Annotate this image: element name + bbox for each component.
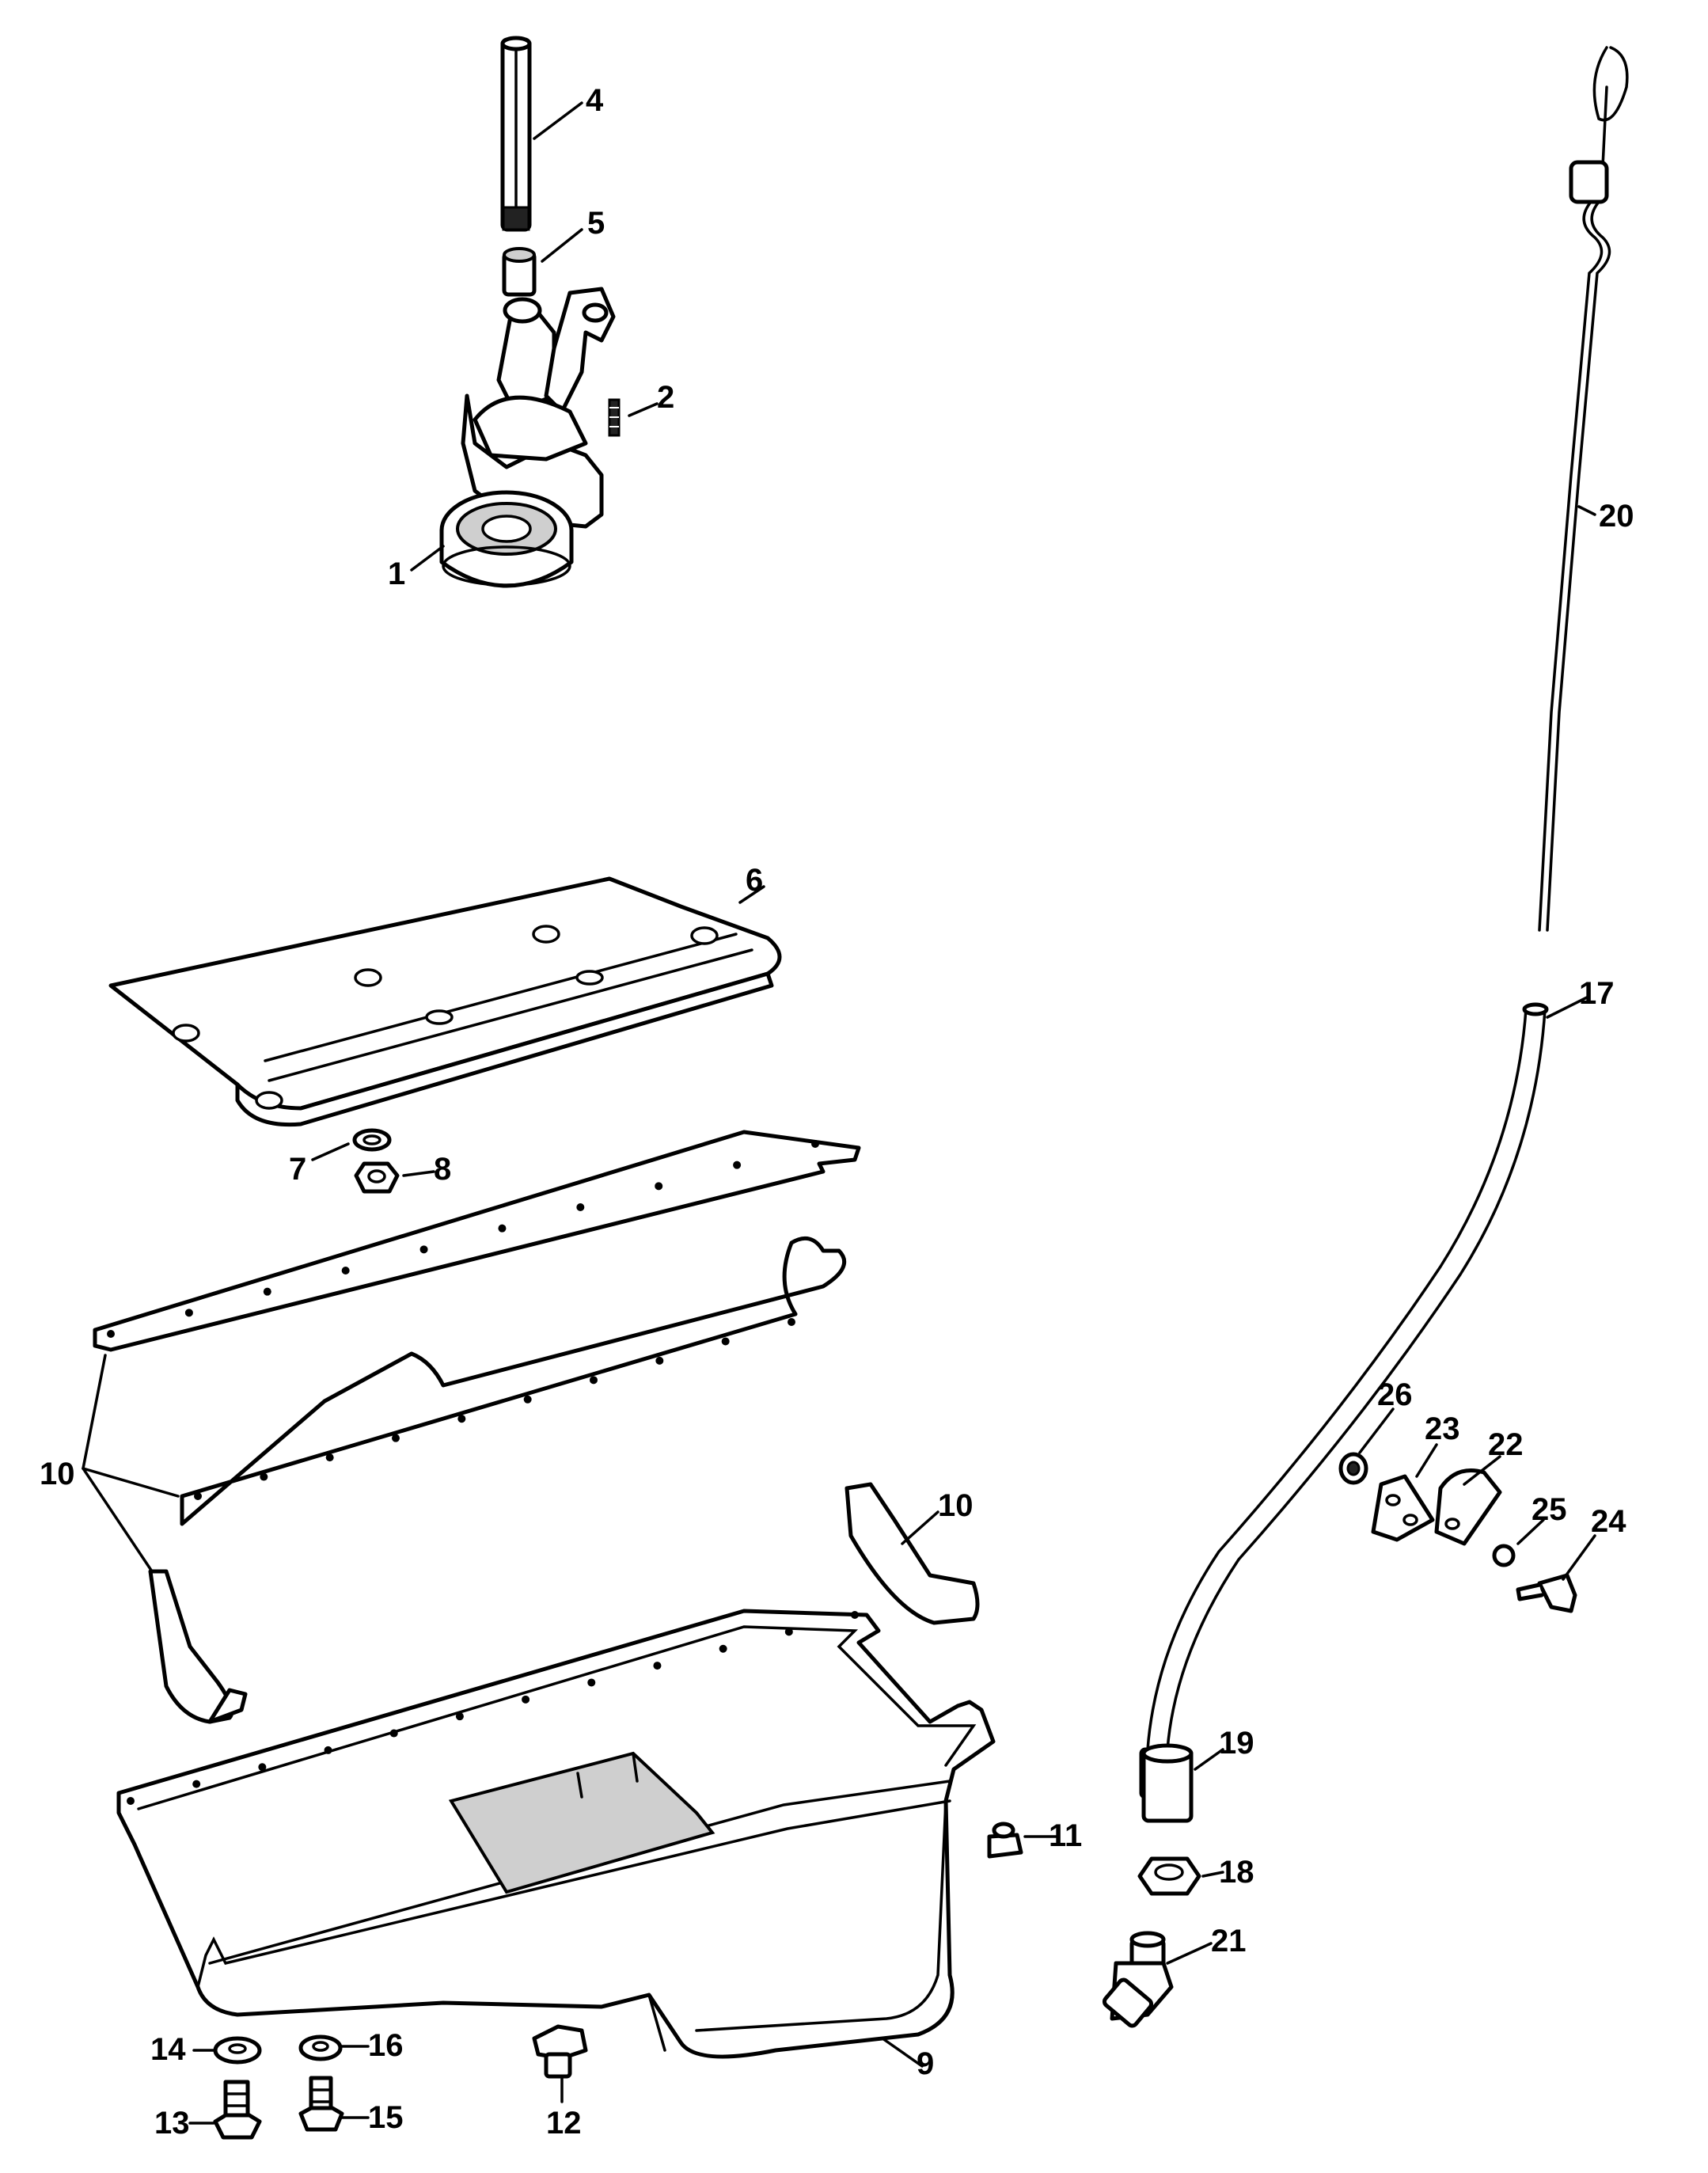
bolt-hole (457, 1415, 466, 1423)
callout-6: 6 (746, 863, 763, 898)
bolt-hole (590, 1376, 598, 1385)
part-19-sleeve (1141, 1743, 1194, 1823)
callout-7: 7 (289, 1152, 306, 1187)
bolt-hole (419, 1245, 428, 1254)
callout-10-right: 10 (938, 1488, 974, 1523)
part-20-dipstick (1538, 46, 1629, 932)
bolt-hole (655, 1182, 663, 1191)
part-5-shaft-coupling (502, 247, 537, 297)
part-21-elbow-fitting (1102, 1931, 1174, 2028)
callout-22: 22 (1488, 1427, 1524, 1462)
part-15-bolt (298, 2076, 344, 2132)
callout-5: 5 (587, 206, 605, 241)
bolt-hole (653, 1662, 662, 1670)
callout-24: 24 (1591, 1504, 1626, 1539)
bolt-hole (522, 1695, 530, 1704)
bolt-hole (325, 1453, 334, 1462)
part-11-plug (987, 1822, 1023, 1859)
bolt-hole (576, 1203, 585, 1211)
part-22-clamp (1434, 1468, 1502, 1546)
part-1-oil-pump (439, 287, 616, 588)
part-17-dipstick-tube (1139, 1002, 1549, 1799)
bolt-hole (811, 1140, 819, 1148)
bolt-hole (392, 1434, 400, 1442)
callout-19: 19 (1219, 1726, 1254, 1761)
part-2-pin (608, 398, 621, 437)
bolt-hole (192, 1780, 201, 1788)
part-24-bolt (1516, 1573, 1577, 1613)
part-26-nut (1338, 1452, 1368, 1485)
bolt-hole (258, 1763, 267, 1772)
bolt-hole (194, 1492, 202, 1500)
callout-25: 25 (1532, 1492, 1567, 1527)
callout-9: 9 (917, 2046, 934, 2081)
bolt-hole (260, 1472, 268, 1481)
bolt-hole (107, 1330, 115, 1338)
bolt-hole (184, 1309, 193, 1317)
part-10-pan-gasket-right (180, 1236, 847, 1526)
bolt-hole (455, 1712, 464, 1721)
callout-1: 1 (388, 557, 405, 591)
bolt-hole (719, 1644, 727, 1653)
callout-labels: 4 5 2 1 6 7 8 10 10 9 11 12 14 13 16 15 … (40, 83, 1634, 2141)
callout-20: 20 (1599, 499, 1634, 534)
part-10-pan-gasket-left (93, 1130, 861, 1352)
callout-2: 2 (657, 380, 674, 415)
bolt-hole (523, 1395, 532, 1404)
bolt-hole (655, 1356, 664, 1365)
callout-12: 12 (546, 2106, 582, 2141)
bolt-hole (341, 1267, 350, 1275)
part-23-bracket (1371, 1474, 1435, 1542)
part-18-nut (1137, 1856, 1201, 1896)
callout-15: 15 (368, 2100, 404, 2135)
callout-23: 23 (1425, 1411, 1460, 1446)
bolt-hole (587, 1678, 596, 1687)
callout-10-left: 10 (40, 1457, 75, 1491)
callout-21: 21 (1211, 1924, 1247, 1958)
bolt-hole (733, 1161, 742, 1169)
bolt-hole (498, 1224, 507, 1233)
bolt-hole (721, 1337, 730, 1346)
part-8-nut (354, 1161, 400, 1194)
bolt-hole (788, 1318, 795, 1326)
bolt-hole (389, 1729, 398, 1738)
bolt-hole (324, 1746, 332, 1754)
callout-26: 26 (1377, 1377, 1413, 1412)
bolt-hole (851, 1611, 859, 1619)
part-16-washer (298, 2034, 343, 2061)
leader-lines (82, 101, 1596, 2125)
callout-16: 16 (368, 2028, 404, 2063)
part-9-oil-pan (116, 1609, 996, 2059)
part-6-windage-tray (108, 876, 782, 1127)
bolt-hole (784, 1628, 793, 1636)
part-12-drain-plug (532, 2024, 588, 2079)
part-7-washer (352, 1128, 392, 1152)
bolt-hole (263, 1287, 271, 1296)
callout-18: 18 (1219, 1855, 1254, 1890)
callout-17: 17 (1579, 976, 1615, 1011)
part-13-bolt (213, 2080, 262, 2140)
callout-11: 11 (1049, 1818, 1082, 1853)
part-14-washer (213, 2036, 262, 2065)
callout-4: 4 (586, 83, 604, 118)
part-10-end-seal-rear (845, 1482, 980, 1625)
callout-13: 13 (154, 2106, 190, 2141)
part-25-washer (1492, 1544, 1516, 1567)
callout-8: 8 (434, 1152, 451, 1187)
bolt-hole (127, 1797, 135, 1805)
callout-14: 14 (150, 2032, 186, 2067)
part-4-pump-shaft (500, 36, 532, 232)
part-10-end-seal-front (148, 1569, 248, 1724)
